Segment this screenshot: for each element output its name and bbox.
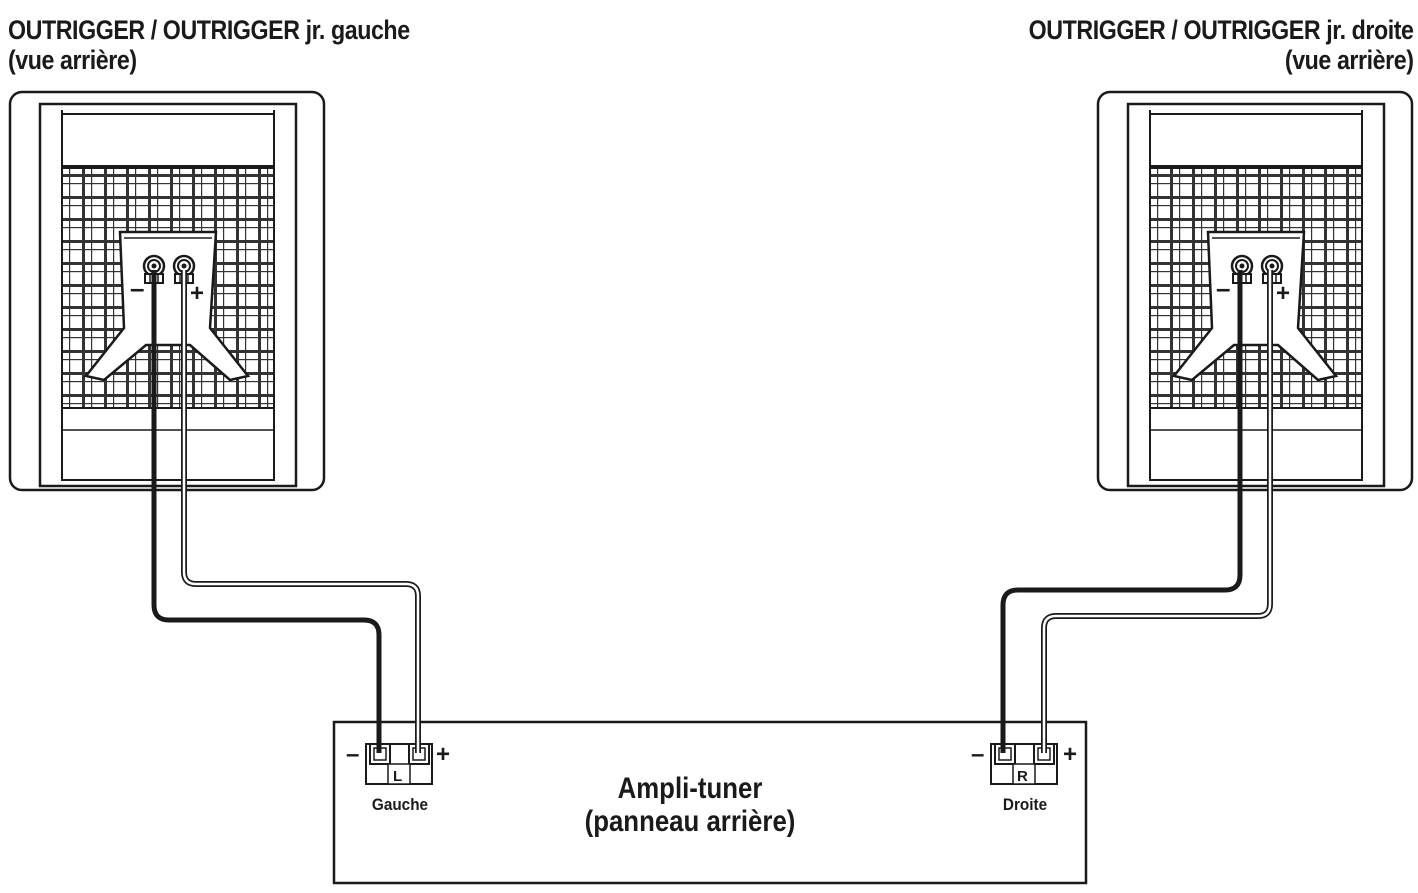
right-speaker-title: OUTRIGGER / OUTRIGGER jr. droite (vue ar… (1029, 15, 1414, 75)
right-positive-wire-inner (1042, 270, 1272, 753)
right-negative-wire (1000, 270, 1243, 753)
left-speaker-plus: + (190, 280, 204, 307)
left-positive-wire-inner (182, 270, 420, 753)
amp-right-minus: – (971, 741, 984, 768)
amplifier-panel (332, 720, 1088, 885)
left-speaker (10, 92, 324, 490)
right-speaker-plus: + (1276, 280, 1290, 307)
amplifier-title-line1: Ampli-tuner (617, 772, 763, 805)
amp-right-channel-name: Droite (1002, 795, 1048, 814)
amp-right-plus: + (1063, 741, 1077, 768)
left-speaker-title-line1: OUTRIGGER / OUTRIGGER jr. gauche (8, 15, 410, 45)
right-speaker-title-line1: OUTRIGGER / OUTRIGGER jr. droite (1029, 15, 1414, 45)
right-speaker-minus: – (1216, 273, 1230, 303)
left-speaker-title: OUTRIGGER / OUTRIGGER jr. gauche (vue ar… (8, 15, 410, 75)
left-speaker-minus: – (130, 273, 144, 303)
amplifier-title-line2: (panneau arrière) (584, 805, 796, 838)
amp-left-minus: – (346, 741, 359, 768)
amplifier-title: Ampli-tuner (panneau arrière) (552, 772, 827, 838)
amp-left-channel-name: Gauche (371, 795, 429, 814)
right-speaker (1098, 92, 1412, 490)
amp-left-channel-letter: L (393, 768, 402, 785)
amp-left-plus: + (436, 741, 450, 768)
left-speaker-title-line2: (vue arrière) (8, 44, 137, 75)
amp-right-channel-letter: R (1017, 768, 1028, 785)
left-negative-wire (151, 270, 382, 753)
right-speaker-title-line2: (vue arrière) (1285, 44, 1414, 75)
